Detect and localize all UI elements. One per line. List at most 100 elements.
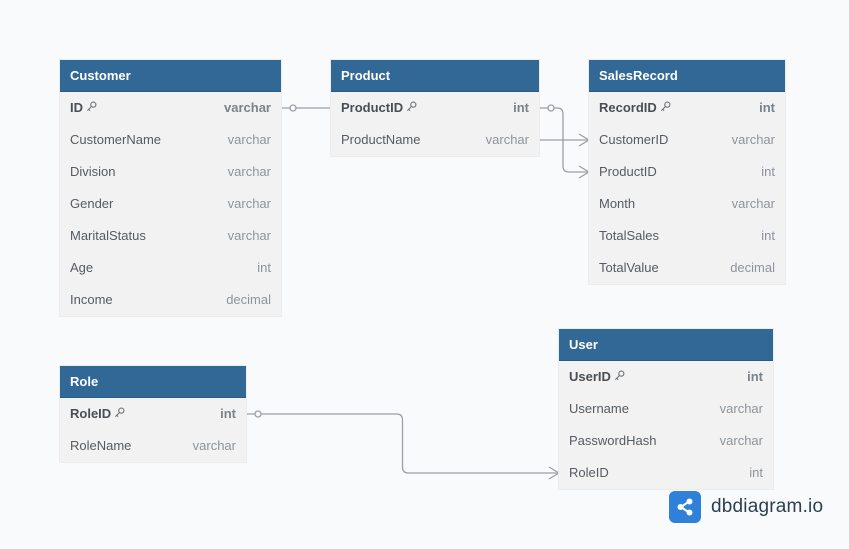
column-row-user-passwordhash[interactable]: PasswordHash varchar: [559, 425, 773, 457]
column-name-wrap: Income: [70, 284, 113, 316]
column-row-salesrecord-productid[interactable]: ProductID int: [589, 156, 785, 188]
column-type: int: [257, 260, 271, 275]
column-row-customer-gender[interactable]: Gender varchar: [60, 188, 281, 220]
column-row-product-productid[interactable]: ProductID int: [331, 92, 539, 124]
column-name: RoleID: [70, 406, 112, 421]
column-row-user-userid[interactable]: UserID int: [559, 361, 773, 393]
column-name-wrap: ID: [70, 92, 97, 124]
column-type: int: [513, 100, 529, 115]
column-type: int: [759, 100, 775, 115]
column-type: varchar: [731, 132, 775, 147]
table-header-role[interactable]: Role: [60, 366, 246, 398]
column-name: ProductID: [341, 100, 404, 115]
primary-key-icon: [660, 93, 671, 125]
column-row-customer-id[interactable]: ID varchar: [60, 92, 281, 124]
column-name-wrap: Age: [70, 252, 93, 284]
column-type: int: [761, 164, 775, 179]
column-name: Gender: [70, 196, 114, 211]
column-name: RoleName: [70, 438, 132, 453]
column-type: int: [220, 406, 236, 421]
column-type: varchar: [485, 132, 529, 147]
relation-one-end: [289, 104, 297, 112]
column-type: varchar: [731, 196, 775, 211]
column-name: ProductName: [341, 132, 421, 147]
column-row-salesrecord-recordid[interactable]: RecordID int: [589, 92, 785, 124]
column-name-wrap: RecordID: [599, 92, 671, 124]
column-row-role-rolename[interactable]: RoleName varchar: [60, 430, 246, 462]
column-type: varchar: [227, 196, 271, 211]
column-name-wrap: Division: [70, 156, 116, 188]
column-row-salesrecord-totalvalue[interactable]: TotalValue decimal: [589, 252, 785, 284]
column-name-wrap: ProductID: [599, 156, 657, 188]
column-type: varchar: [719, 433, 763, 448]
column-type: int: [747, 369, 763, 384]
relation-line-role-user: [246, 413, 559, 474]
column-name: CustomerID: [599, 132, 669, 147]
relation-one-end: [547, 104, 555, 112]
column-name: Income: [70, 292, 113, 307]
primary-key-icon: [614, 362, 625, 394]
column-type: varchar: [227, 228, 271, 243]
column-name: Username: [569, 401, 629, 416]
column-name: TotalValue: [599, 260, 659, 275]
column-type: varchar: [224, 100, 271, 115]
table-header-user[interactable]: User: [559, 329, 773, 361]
column-name-wrap: CustomerName: [70, 124, 161, 156]
column-row-user-roleid[interactable]: RoleID int: [559, 457, 773, 489]
column-name-wrap: ProductID: [341, 92, 417, 124]
column-row-salesrecord-totalsales[interactable]: TotalSales int: [589, 220, 785, 252]
column-name: RoleID: [569, 465, 609, 480]
column-name: UserID: [569, 369, 611, 384]
column-name-wrap: Username: [569, 393, 629, 425]
primary-key-icon: [406, 93, 417, 125]
column-row-customer-maritalstatus[interactable]: MaritalStatus varchar: [60, 220, 281, 252]
column-name: PasswordHash: [569, 433, 657, 448]
column-row-salesrecord-month[interactable]: Month varchar: [589, 188, 785, 220]
column-row-salesrecord-customerid[interactable]: CustomerID varchar: [589, 124, 785, 156]
table-header-customer[interactable]: Customer: [60, 60, 281, 92]
column-type: int: [749, 465, 763, 480]
column-name-wrap: CustomerID: [599, 124, 668, 156]
column-row-customer-age[interactable]: Age int: [60, 252, 281, 284]
column-type: decimal: [730, 260, 775, 275]
column-name-wrap: UserID: [569, 361, 625, 393]
column-name-wrap: TotalSales: [599, 220, 659, 252]
column-name-wrap: RoleID: [569, 457, 609, 489]
column-name: MaritalStatus: [70, 228, 146, 243]
column-type: varchar: [227, 164, 271, 179]
relation-many-end: [578, 133, 591, 147]
relation-one-end: [254, 410, 262, 418]
column-name-wrap: PasswordHash: [569, 425, 656, 457]
column-name-wrap: RoleID: [70, 398, 125, 430]
column-name-wrap: Month: [599, 188, 635, 220]
column-name: Month: [599, 196, 636, 211]
brand-text: dbdiagram.io: [711, 496, 824, 517]
column-row-product-productname[interactable]: ProductName varchar: [331, 124, 539, 156]
column-name: Division: [70, 164, 116, 179]
relation-line-product-salesrecord: [539, 107, 589, 173]
column-name-wrap: Gender: [70, 188, 113, 220]
column-name: Age: [70, 260, 94, 275]
column-name: RecordID: [599, 100, 657, 115]
table-header-salesrecord[interactable]: SalesRecord: [589, 60, 785, 92]
dbdiagram-logo[interactable]: dbdiagram.io: [669, 490, 823, 524]
column-row-customer-customername[interactable]: CustomerName varchar: [60, 124, 281, 156]
column-type: varchar: [192, 438, 236, 453]
table-header-product[interactable]: Product: [331, 60, 539, 92]
column-name-wrap: RoleName: [70, 430, 131, 462]
column-row-customer-division[interactable]: Division varchar: [60, 156, 281, 188]
column-type: int: [761, 228, 775, 243]
column-name: ID: [70, 100, 83, 115]
primary-key-icon: [114, 399, 125, 431]
column-row-role-roleid[interactable]: RoleID int: [60, 398, 246, 430]
column-type: varchar: [227, 132, 271, 147]
column-name-wrap: MaritalStatus: [70, 220, 146, 252]
